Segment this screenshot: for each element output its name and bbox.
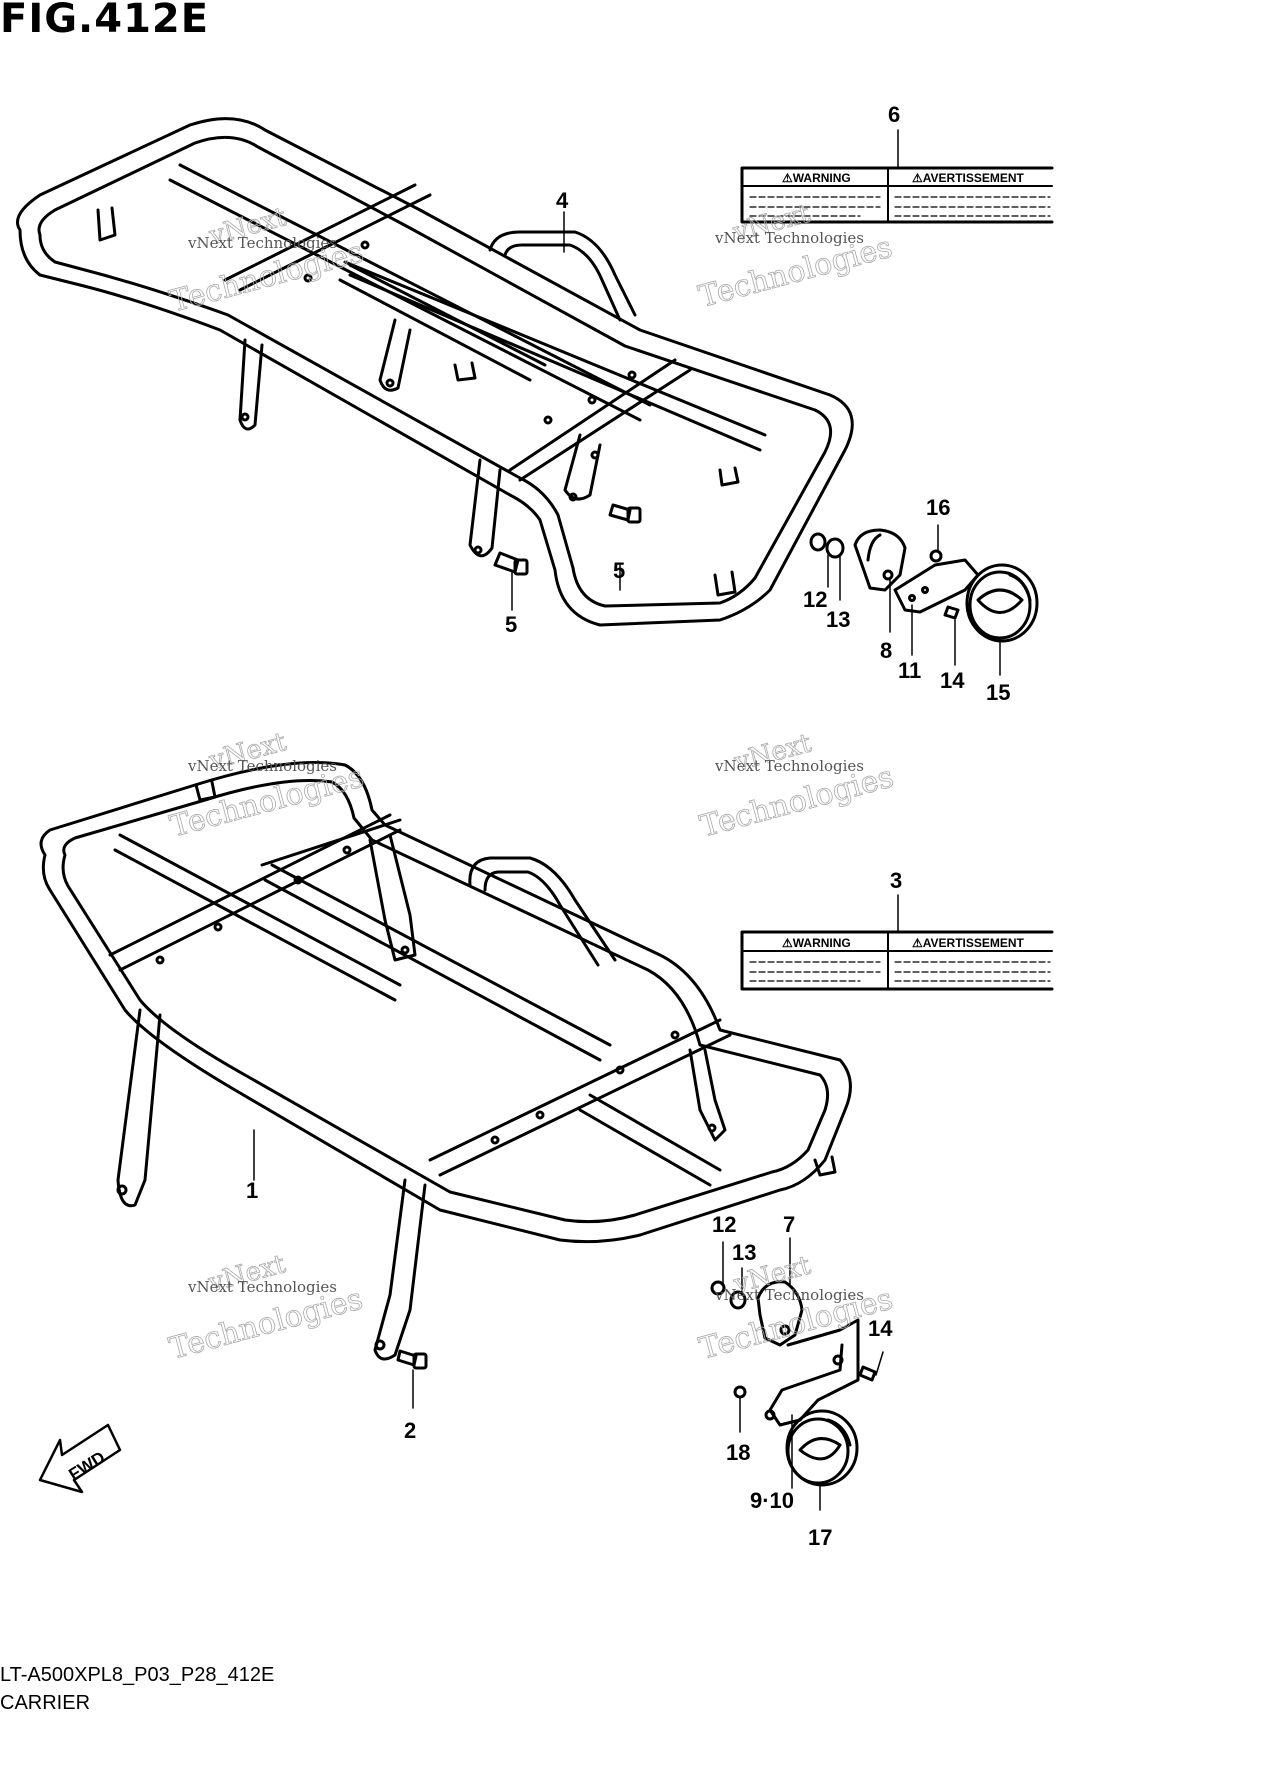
watermark-text-mid-left: vNext Technologies (187, 757, 337, 775)
callout-2: 2 (404, 1418, 416, 1443)
rear-reflector-assembly-drawing (710, 1280, 877, 1487)
figure-code: LT-A500XPL8_P03_P28_412E (0, 1664, 275, 1686)
figure-name: CARRIER (0, 1692, 91, 1714)
label-3-avertissement-text: ⚠AVERTISSEMENT (912, 936, 1025, 950)
label-3-warning-text: ⚠WARNING (782, 936, 851, 950)
label-6-avertissement-text: ⚠AVERTISSEMENT (912, 171, 1025, 185)
callout-14-bottom: 14 (868, 1316, 893, 1341)
rear-carrier-drawing (39, 761, 852, 1370)
fwd-arrow-icon (38, 1423, 122, 1494)
fwd-label: FWD (65, 1448, 108, 1485)
callout-11: 11 (898, 658, 921, 683)
callout-9-10: 9·10 (750, 1488, 794, 1513)
label-6-warning-text: ⚠WARNING (782, 171, 851, 185)
callout-12-top: 12 (803, 587, 827, 612)
figure-title: FIG.412E (0, 0, 210, 42)
warning-label-3-drawing (740, 930, 1054, 991)
warning-label-6-drawing (740, 166, 1054, 224)
callout-6: 6 (888, 102, 900, 127)
watermark-mid-left: vNext Technologies (166, 727, 368, 845)
watermark-text-mid-right: vNext Technologies (714, 757, 864, 775)
leader-lines (253, 129, 1001, 1511)
callout-3: 3 (890, 868, 902, 893)
watermark-text-bottom-right: vNext Technologies (714, 1286, 864, 1304)
callout-16: 16 (926, 495, 950, 520)
callout-8: 8 (880, 638, 892, 663)
watermark-mid-right: vNext Technologies (696, 728, 898, 845)
callout-15: 15 (986, 680, 1010, 705)
watermark-text-bottom-left: vNext Technologies (187, 1278, 337, 1296)
callout-17: 17 (808, 1525, 832, 1550)
callout-12-bottom: 12 (712, 1212, 736, 1237)
callout-14-top: 14 (940, 668, 965, 693)
callout-5-left: 5 (613, 558, 625, 583)
callout-18: 18 (726, 1440, 750, 1465)
callout-5-right: 5 (505, 612, 517, 637)
watermark-top-right: vNext Technologies (695, 198, 897, 315)
callout-13-bottom: 13 (732, 1240, 756, 1265)
callout-13-top: 13 (826, 607, 850, 632)
watermark-bottom-left: vNext Technologies (165, 1249, 367, 1367)
front-carrier-drawing (16, 117, 854, 627)
callout-1: 1 (246, 1178, 258, 1203)
watermark-text-top-right: vNext Technologies (714, 229, 864, 247)
callout-7: 7 (783, 1212, 795, 1237)
callout-4: 4 (556, 188, 569, 213)
front-reflector-assembly-drawing (809, 528, 1039, 643)
watermark-text-top-left: vNext Technologies (187, 234, 337, 252)
